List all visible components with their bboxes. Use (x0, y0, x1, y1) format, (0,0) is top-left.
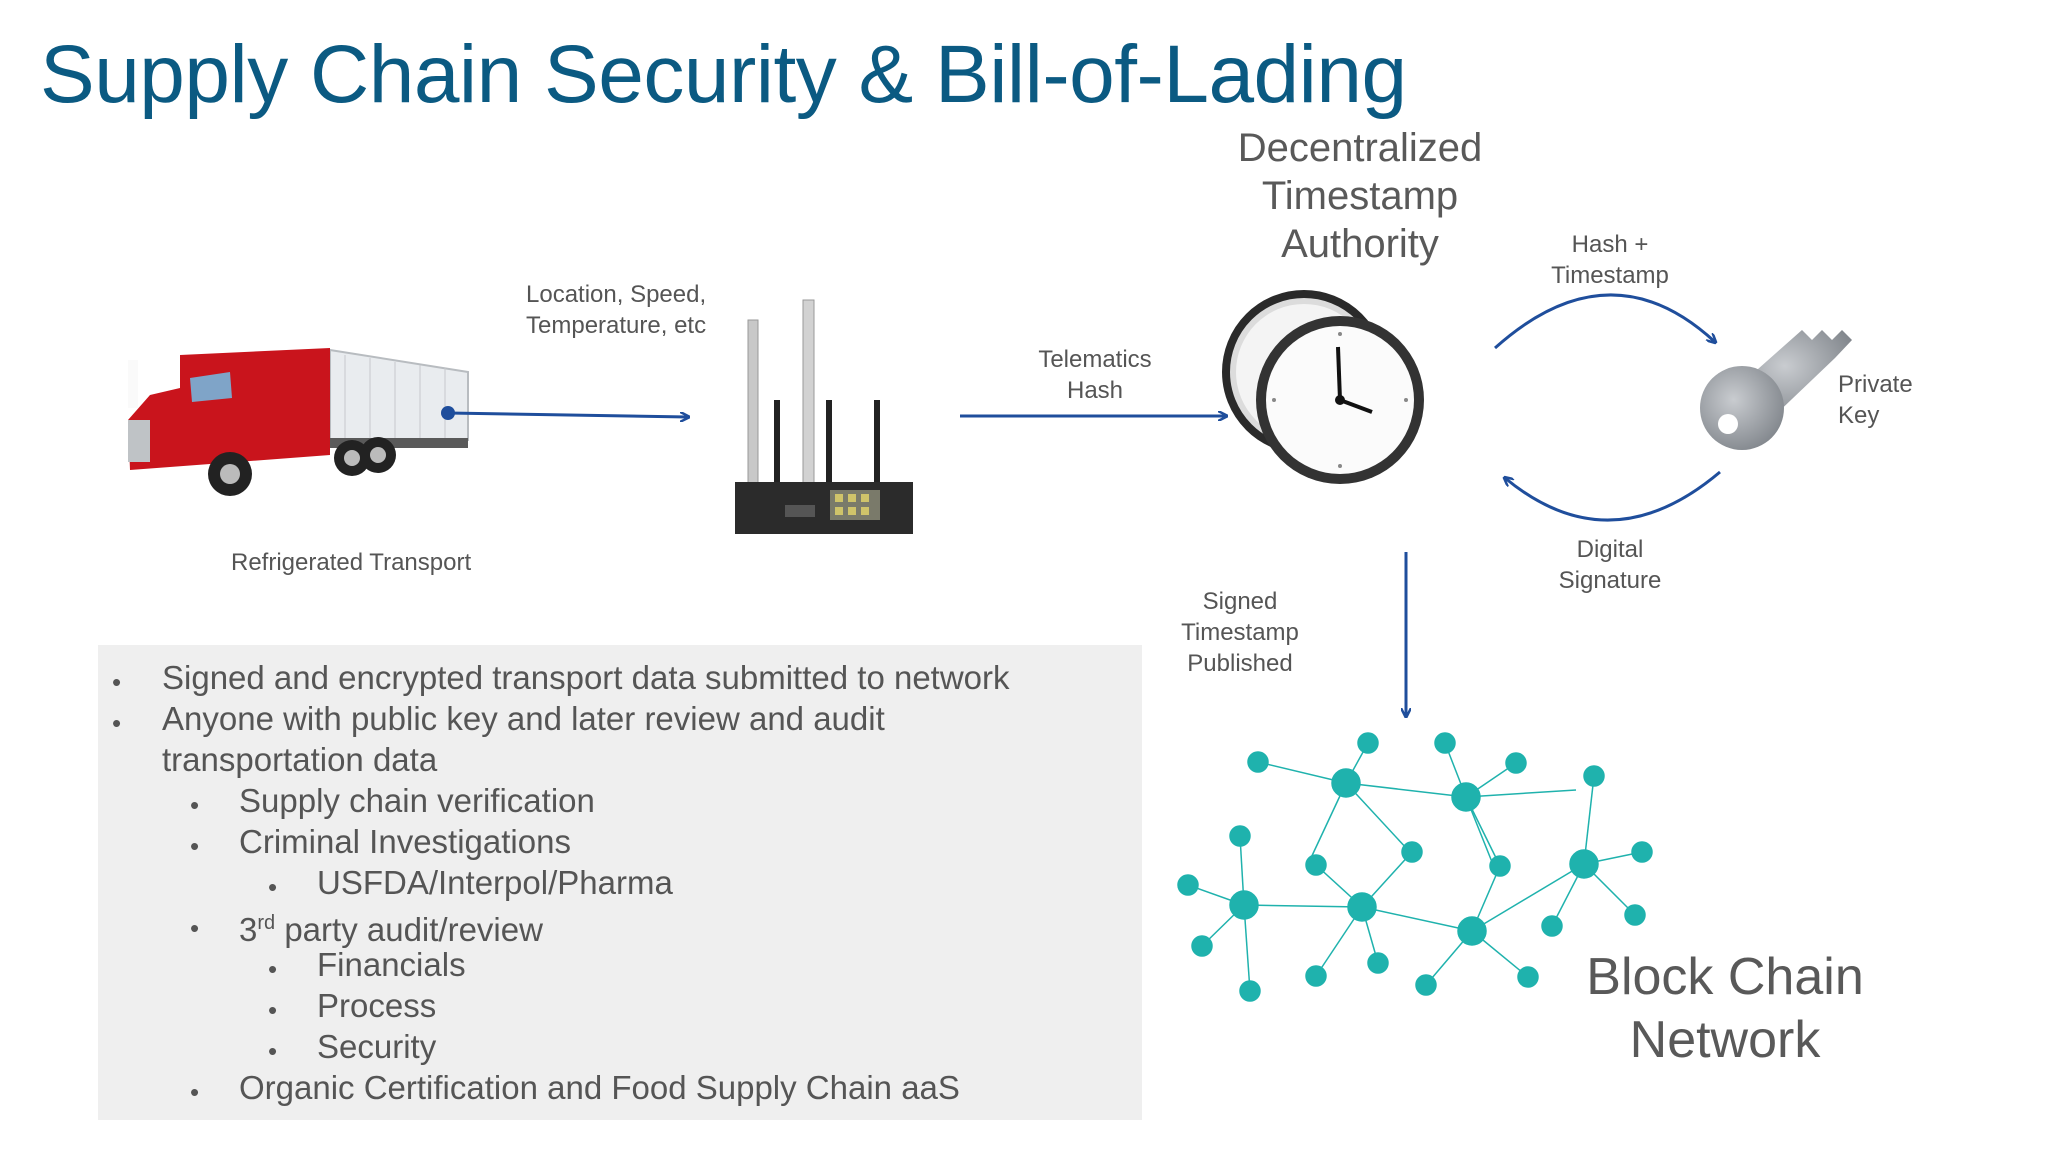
bullet-text: party audit/review (275, 911, 543, 948)
bullet-item: USFDA/Interpol/Pharma (317, 864, 673, 901)
timestamp-authority-label: Decentralized Timestamp Authority (1220, 124, 1500, 268)
bullet-item-continuation: transportation data (162, 741, 438, 778)
bullet-dot: • (268, 995, 278, 1025)
authority-line-1: Decentralized (1237, 126, 1483, 170)
blockchain-line-1: Block Chain (1586, 948, 1864, 1006)
arrow-hash-timestamp (1493, 293, 1715, 350)
bullet-dot: • (190, 790, 200, 820)
bullet-item: Organic Certification and Food Supply Ch… (239, 1069, 960, 1106)
bullet-prefix: 3 (239, 911, 258, 948)
authority-line-2: Timestamp (1261, 174, 1459, 218)
bullet-item: Signed and encrypted transport data subm… (162, 659, 1010, 696)
bullet-item: Financials (317, 946, 466, 983)
signed-published-line-1: Signed (1202, 588, 1278, 615)
bullet-dot: • (112, 708, 122, 738)
arrow-digital-signature (1505, 470, 1721, 522)
sensor-data-label: Location, Speed, Temperature, etc (526, 279, 706, 341)
blockchain-network-label: Block Chain Network (1560, 946, 1890, 1072)
signed-published-line-2: Timestamp (1181, 619, 1299, 646)
blockchain-network-graphic (1177, 732, 1653, 1002)
sensor-data-line-2: Temperature, etc (526, 312, 707, 339)
blockchain-line-2: Network (1629, 1011, 1821, 1069)
bullet-item: Supply chain verification (239, 782, 595, 819)
bullet-superscript: rd (257, 912, 276, 934)
bullet-dot: • (190, 913, 200, 943)
private-key-label: Private Key (1838, 369, 1913, 431)
key-icon (1700, 330, 1852, 450)
bullet-item: Process (317, 987, 437, 1024)
signed-published-label: Signed Timestamp Published (1170, 586, 1310, 679)
private-key-line-1: Private (1838, 371, 1913, 398)
bullet-dot: • (190, 1077, 200, 1107)
page-title: Supply Chain Security & Bill-of-Lading (40, 29, 1407, 120)
gateway-router-icon (735, 299, 913, 534)
bullet-item: 3rd party audit/review (239, 903, 543, 950)
truck-icon (128, 348, 469, 496)
bullet-item: Security (317, 1028, 437, 1065)
bullet-item: Criminal Investigations (239, 823, 571, 860)
bullet-dot: • (268, 1036, 278, 1066)
clock-icon (1222, 290, 1424, 484)
bullet-dot: • (112, 667, 122, 697)
arrow-truck-to-gateway (447, 411, 688, 417)
private-key-line-2: Key (1838, 402, 1880, 429)
hash-timestamp-label: Hash + Timestamp (1540, 229, 1680, 291)
bullet-panel: • Signed and encrypted transport data su… (98, 645, 1142, 1120)
bullet-dot: • (268, 872, 278, 902)
digital-signature-line-1: Digital (1576, 536, 1644, 563)
hash-timestamp-line-2: Timestamp (1551, 262, 1669, 289)
telematics-line-1: Telematics (1038, 346, 1152, 373)
bullet-dot: • (190, 831, 200, 861)
bullet-dot: • (268, 954, 278, 984)
signed-published-line-3: Published (1187, 650, 1293, 677)
digital-signature-label: Digital Signature (1540, 534, 1680, 596)
telematics-hash-label: Telematics Hash (1020, 344, 1170, 406)
hash-timestamp-line-1: Hash + (1571, 231, 1649, 258)
authority-line-3: Authority (1281, 222, 1439, 266)
sensor-data-line-1: Location, Speed, (526, 281, 707, 308)
truck-label: Refrigerated Transport (231, 549, 472, 576)
digital-signature-line-2: Signature (1558, 567, 1662, 594)
telematics-line-2: Hash (1066, 377, 1124, 404)
bullet-item: Anyone with public key and later review … (162, 700, 885, 737)
